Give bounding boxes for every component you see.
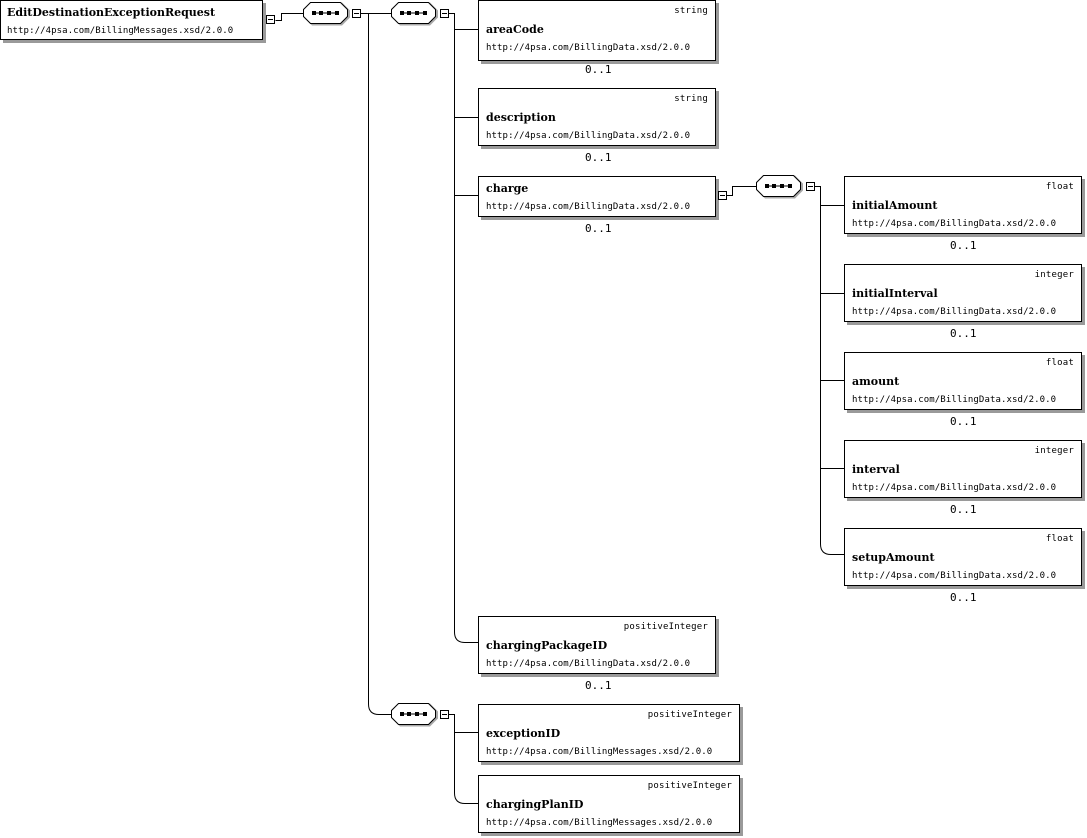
element-type: positiveInteger [647, 781, 732, 791]
occurrence-label: 0..1 [950, 327, 977, 340]
element-namespace: http://4psa.com/BillingData.xsd/2.0.0 [852, 571, 1057, 581]
element-type: string [674, 6, 708, 16]
element-name: areaCode [486, 23, 544, 36]
element-type: float [1045, 534, 1074, 544]
sequence-collapse-toggle[interactable] [440, 710, 449, 719]
element-box-amount[interactable]: float amount http://4psa.com/BillingData… [844, 352, 1082, 410]
element-name: charge [486, 182, 529, 195]
element-box-setupamount[interactable]: float setupAmount http://4psa.com/Billin… [844, 528, 1082, 586]
element-box-description[interactable]: string description http://4psa.com/Billi… [478, 88, 716, 146]
element-name: chargingPlanID [486, 798, 584, 811]
sequence-collapse-toggle[interactable] [352, 9, 361, 18]
root-collapse-toggle[interactable] [266, 15, 275, 24]
element-namespace: http://4psa.com/BillingData.xsd/2.0.0 [486, 202, 691, 212]
element-type: float [1045, 358, 1074, 368]
element-namespace: http://4psa.com/BillingData.xsd/2.0.0 [852, 307, 1057, 317]
element-namespace: http://4psa.com/BillingMessages.xsd/2.0.… [486, 818, 713, 828]
element-type: integer [1034, 270, 1074, 280]
element-name: description [486, 111, 556, 124]
element-box-exceptionid[interactable]: positiveInteger exceptionID http://4psa.… [478, 704, 740, 762]
root-element-name: EditDestinationExceptionRequest [7, 6, 216, 19]
element-type: float [1045, 182, 1074, 192]
element-type: positiveInteger [647, 710, 732, 720]
occurrence-label: 0..1 [950, 503, 977, 516]
element-namespace: http://4psa.com/BillingData.xsd/2.0.0 [486, 131, 691, 141]
element-name: initialAmount [852, 199, 938, 212]
element-box-charge[interactable]: charge http://4psa.com/BillingData.xsd/2… [478, 176, 716, 217]
sequence-compositor-icon [391, 703, 438, 727]
root-element-namespace: http://4psa.com/BillingMessages.xsd/2.0.… [7, 26, 234, 36]
element-box-interval[interactable]: integer interval http://4psa.com/Billing… [844, 440, 1082, 498]
element-box-chargingpackageid[interactable]: positiveInteger chargingPackageID http:/… [478, 616, 716, 674]
sequence-compositor-icon [303, 2, 350, 26]
element-box-areacode[interactable]: string areaCode http://4psa.com/BillingD… [478, 0, 716, 61]
element-namespace: http://4psa.com/BillingData.xsd/2.0.0 [486, 43, 691, 53]
element-box-chargingplanid[interactable]: positiveInteger chargingPlanID http://4p… [478, 775, 740, 833]
occurrence-label: 0..1 [585, 679, 612, 692]
occurrence-label: 0..1 [585, 151, 612, 164]
sequence-compositor-icon [391, 2, 438, 26]
root-element-box[interactable]: EditDestinationExceptionRequest http://4… [0, 0, 263, 40]
element-box-initialinterval[interactable]: integer initialInterval http://4psa.com/… [844, 264, 1082, 322]
element-namespace: http://4psa.com/BillingData.xsd/2.0.0 [852, 219, 1057, 229]
sequence-collapse-toggle[interactable] [440, 9, 449, 18]
sequence-collapse-toggle[interactable] [806, 182, 815, 191]
element-namespace: http://4psa.com/BillingMessages.xsd/2.0.… [486, 747, 713, 757]
element-name: interval [852, 463, 900, 476]
element-type: string [674, 94, 708, 104]
occurrence-label: 0..1 [950, 591, 977, 604]
sequence-compositor-icon [756, 175, 803, 199]
element-namespace: http://4psa.com/BillingData.xsd/2.0.0 [486, 659, 691, 669]
element-namespace: http://4psa.com/BillingData.xsd/2.0.0 [852, 483, 1057, 493]
element-name: exceptionID [486, 727, 561, 740]
element-type: integer [1034, 446, 1074, 456]
occurrence-label: 0..1 [585, 63, 612, 76]
charge-collapse-toggle[interactable] [718, 191, 727, 200]
occurrence-label: 0..1 [950, 239, 977, 252]
element-type: positiveInteger [623, 622, 708, 632]
element-name: chargingPackageID [486, 639, 608, 652]
element-name: amount [852, 375, 900, 388]
occurrence-label: 0..1 [585, 222, 612, 235]
element-name: setupAmount [852, 551, 935, 564]
element-box-initialamount[interactable]: float initialAmount http://4psa.com/Bill… [844, 176, 1082, 234]
element-name: initialInterval [852, 287, 938, 300]
occurrence-label: 0..1 [950, 415, 977, 428]
element-namespace: http://4psa.com/BillingData.xsd/2.0.0 [852, 395, 1057, 405]
